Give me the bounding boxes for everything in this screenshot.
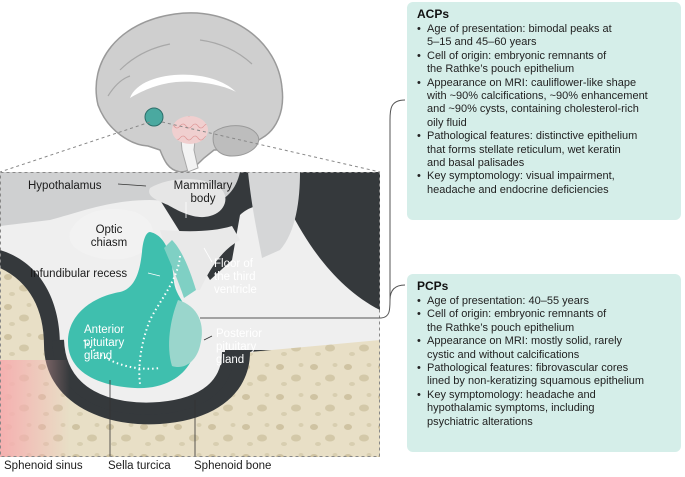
pcp-list: Age of presentation: 40–55 years Cell of… — [417, 295, 673, 429]
acp-list: Age of presentation: bimodal peaks at5–1… — [417, 23, 673, 197]
acp-item-symptoms: Key symptomology: visual impairment,head… — [417, 170, 673, 197]
label-sella-turcica: Sella turcica — [108, 460, 171, 472]
optic-chiasm-shape — [69, 209, 154, 260]
pcp-item-symptoms: Key symptomology: headache andhypothalam… — [417, 389, 673, 429]
label-infundibular-recess: Infundibular recess — [30, 268, 128, 280]
inset-frame — [0, 172, 380, 457]
label-sphenoid-sinus: Sphenoid sinus — [4, 460, 83, 472]
pcp-title: PCPs — [417, 279, 449, 293]
brainstem-tissue — [248, 172, 300, 258]
pcp-item-age: Age of presentation: 40–55 years — [417, 295, 673, 309]
label-sphenoid-bone: Sphenoid bone — [194, 460, 272, 472]
infundibular-stalk — [164, 240, 196, 298]
sphenoid-sinus-marker — [172, 116, 208, 144]
corpus-callosum — [130, 74, 236, 98]
mammillary-body-shape — [149, 179, 226, 218]
label-hypothalamus: Hypothalamus — [28, 180, 102, 192]
pcp-info-box: PCPs Age of presentation: 40–55 years Ce… — [407, 274, 681, 452]
pcp-item-origin: Cell of origin: embryonic remnants ofthe… — [417, 308, 673, 335]
acp-info-box: ACPs Age of presentation: bimodal peaks … — [407, 2, 681, 220]
pituitary-region-marker — [144, 107, 164, 127]
zoom-lines — [0, 121, 381, 173]
pcp-item-pathology: Pathological features: fibrovascular cor… — [417, 362, 673, 389]
brain-sagittal-drawing — [95, 12, 284, 173]
pcp-item-mri: Appearance on MRI: mostly solid, rarelyc… — [417, 335, 673, 362]
acp-item-age: Age of presentation: bimodal peaks at5–1… — [417, 23, 673, 50]
anterior-pituitary-shape — [68, 232, 196, 389]
acp-title: ACPs — [417, 7, 450, 21]
sphenoid-bone-shape — [0, 268, 380, 457]
posterior-pituitary-shape — [169, 300, 202, 368]
acp-item-mri: Appearance on MRI: cauliflower-like shap… — [417, 77, 673, 131]
cerebellum — [212, 125, 260, 157]
sphenoid-sinus-shape — [0, 360, 70, 457]
acp-item-pathology: Pathological features: distinctive epith… — [417, 130, 673, 170]
acp-item-origin: Cell of origin: embryonic remnants ofthe… — [417, 50, 673, 77]
sellar-inset — [0, 172, 380, 457]
connector-lines — [200, 99, 406, 319]
